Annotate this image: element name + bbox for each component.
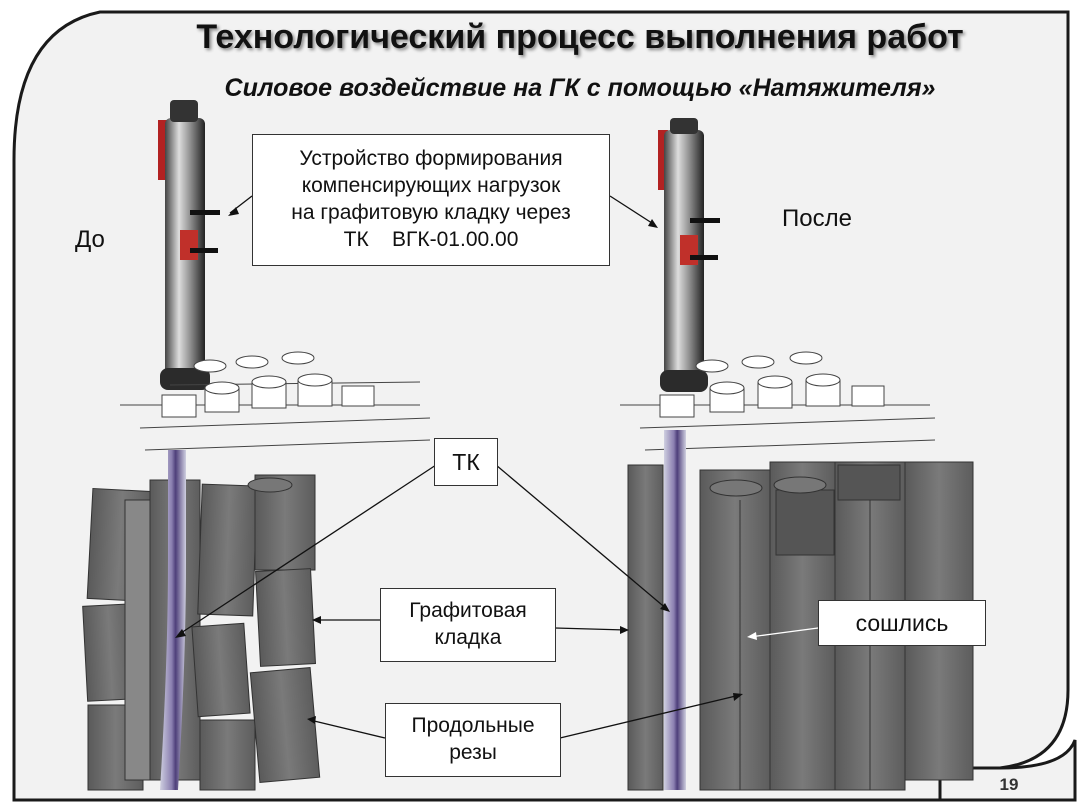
cuts-callout-line: Продольные [411, 714, 535, 737]
tk-callout: ТК [434, 438, 498, 486]
label-before: До [75, 226, 105, 253]
reactor-top-after [620, 351, 936, 451]
label-after: После [782, 205, 852, 232]
graphite-callout: Графитовая кладка [380, 588, 556, 662]
device-callout-line: Устройство формирования [299, 147, 563, 170]
device-callout-line: на графитовую кладку через [291, 201, 571, 224]
arrow-heads [175, 207, 757, 724]
graphite-callout-line: Графитовая [409, 599, 527, 622]
cuts-callout-line: резы [449, 741, 497, 764]
technological-channel-after [664, 430, 686, 790]
device-callout-line: компенсирующих нагрузок [301, 174, 561, 197]
device-callout-line: ТК ВГК-01.00.00 [343, 228, 519, 251]
tensioner-device-after [658, 118, 720, 392]
device-callout: Устройство формирования компенсирующих н… [252, 134, 610, 266]
page-tab [938, 739, 1077, 802]
slide-title: Технологический процесс выполнения работ [196, 18, 964, 56]
page-number: 19 [999, 775, 1019, 794]
callout-arrows [177, 195, 819, 739]
slide-subtitle: Силовое воздействие на ГК с помощью «Нат… [224, 74, 936, 102]
graphite-callout-line: кладка [434, 626, 502, 649]
converged-callout: сошлись [818, 600, 986, 646]
cuts-callout: Продольные резы [385, 703, 561, 777]
reactor-top-before [120, 351, 431, 451]
technological-channel-before [160, 450, 186, 790]
tensioner-device-before [158, 100, 220, 390]
graphite-stack-before [82, 474, 321, 791]
